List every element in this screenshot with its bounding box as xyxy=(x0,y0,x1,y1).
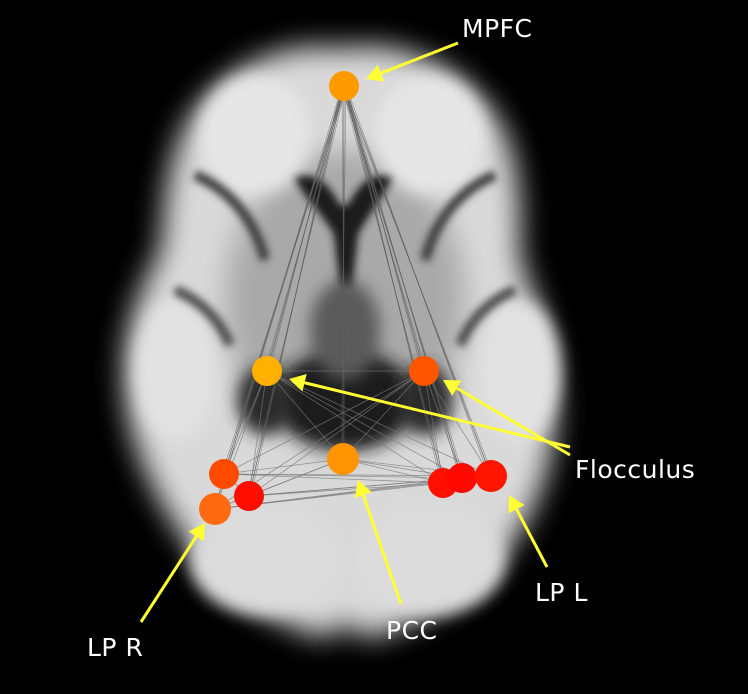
label-mpfc: MPFC xyxy=(462,14,533,43)
arrow-flocculus-right xyxy=(289,374,571,449)
arrow-lp-r xyxy=(139,523,205,623)
node-lp-r-medial xyxy=(234,481,264,511)
network-nodes xyxy=(199,71,507,525)
connection-line xyxy=(248,458,344,497)
connection-line xyxy=(266,370,444,484)
connection-line xyxy=(223,473,444,484)
arrow-mpfc xyxy=(366,41,459,82)
connection-line xyxy=(221,85,347,475)
connection-line xyxy=(345,85,423,372)
node-flocculus-right xyxy=(252,356,282,386)
connection-line xyxy=(266,370,344,460)
connection-line xyxy=(248,482,444,497)
connectivity-lines xyxy=(214,85,494,510)
connection-line xyxy=(342,370,425,460)
node-mpfc xyxy=(329,71,359,101)
node-pcc xyxy=(327,443,359,475)
arrow-pcc xyxy=(354,480,403,605)
connection-line xyxy=(223,458,344,475)
connection-line xyxy=(246,85,347,497)
connection-line xyxy=(345,85,442,484)
connection-line xyxy=(340,85,347,460)
connection-line xyxy=(342,458,444,484)
connection-line xyxy=(266,370,463,479)
connection-line xyxy=(266,370,492,477)
connection-line xyxy=(345,85,490,477)
node-flocculus-left xyxy=(409,356,439,386)
node-lp-r-upper xyxy=(209,459,239,489)
label-flocculus: Flocculus xyxy=(575,455,696,484)
connection-line xyxy=(423,370,463,479)
arrow-flocculus-left xyxy=(443,380,571,457)
annotation-arrows xyxy=(139,41,571,623)
node-lp-l-middle xyxy=(447,463,477,493)
label-lp-r: LP R xyxy=(87,633,144,662)
connection-line xyxy=(223,370,425,475)
connection-line xyxy=(423,370,444,484)
connection-line xyxy=(264,85,347,372)
label-pcc: PCC xyxy=(386,616,438,645)
node-lp-r-lower xyxy=(199,493,231,525)
node-lp-l-lateral xyxy=(475,460,507,492)
connection-line xyxy=(345,85,461,479)
arrow-lp-l xyxy=(508,495,549,568)
label-lp-l: LP L xyxy=(535,578,588,607)
